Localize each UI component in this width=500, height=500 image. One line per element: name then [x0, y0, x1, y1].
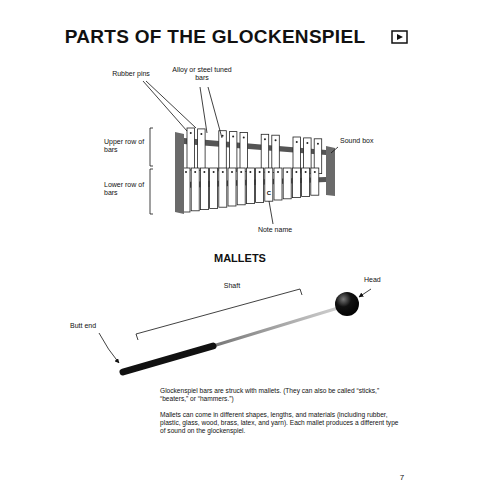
upper-bars — [187, 128, 322, 174]
part-label: Butt end — [70, 322, 115, 330]
left-end — [175, 132, 184, 214]
rubber-pin — [200, 133, 202, 135]
part-label: Lower row of bars — [104, 181, 146, 198]
video-icon — [392, 31, 407, 43]
lower-bar — [210, 168, 218, 208]
lower-bar — [283, 168, 291, 199]
lower-bar — [246, 168, 254, 204]
lower-bar — [292, 168, 300, 198]
upper-bar — [229, 132, 237, 172]
lower-bar — [302, 168, 310, 196]
rubber-pin — [243, 137, 245, 139]
rubber-pin — [305, 171, 307, 173]
rubber-pin — [213, 171, 215, 173]
note-letter: C — [265, 190, 273, 197]
rubber-pin — [231, 171, 233, 173]
lower-bar — [265, 168, 273, 201]
upper-bar — [219, 131, 227, 171]
page-title: PARTS OF THE GLOCKENSPIEL — [40, 26, 390, 49]
rubber-pin — [277, 171, 279, 173]
rubber-pin — [190, 132, 192, 134]
mallet-leaders — [99, 289, 371, 363]
upper-bar — [187, 128, 195, 170]
upper-bar — [240, 133, 248, 172]
sound-box — [326, 146, 335, 196]
rubber-pin — [194, 171, 196, 173]
upper-bar — [272, 135, 280, 172]
part-label: Shaft — [212, 282, 252, 290]
rubber-pin — [296, 141, 298, 143]
rubber-pin — [240, 171, 242, 173]
rubber-pin — [203, 171, 205, 173]
leader-lines — [143, 81, 338, 224]
rubber-pin — [314, 171, 316, 173]
rubber-pin — [259, 171, 261, 173]
lower-bar — [256, 168, 264, 202]
rubber-pin — [222, 171, 224, 173]
rubber-pin — [275, 139, 277, 141]
upper-bar — [261, 134, 269, 172]
rubber-pin — [185, 171, 187, 173]
body-text: Mallets can come in different shapes, le… — [160, 411, 405, 435]
part-label: Rubber pins — [96, 70, 166, 78]
glockenspiel — [175, 128, 335, 214]
lower-bar — [228, 168, 236, 206]
rubber-pin — [249, 171, 251, 173]
upper-bar — [198, 129, 206, 170]
lower-bar — [311, 168, 319, 195]
section-heading: MALLETS — [180, 252, 300, 265]
mallet — [123, 292, 359, 372]
lower-bar — [219, 168, 227, 207]
lower-bar — [200, 168, 208, 210]
part-label: Sound box — [340, 137, 395, 145]
rubber-pin — [317, 143, 319, 145]
lower-bars — [182, 168, 319, 212]
part-label: Head — [364, 276, 394, 284]
rubber-pin — [306, 142, 308, 144]
rubber-pin — [268, 171, 270, 173]
page-number: 7 — [392, 473, 412, 483]
body-text: Glockenspiel bars are struck with mallet… — [160, 387, 405, 403]
lower-bar — [274, 168, 282, 200]
rubber-pin — [295, 171, 297, 173]
part-label: Alloy or steel tuned bars — [172, 66, 232, 83]
rubber-pin — [286, 171, 288, 173]
part-label: Upper row of bars — [104, 138, 146, 155]
lower-bar — [191, 168, 199, 211]
lower-bar — [237, 168, 245, 205]
rubber-pin — [264, 138, 266, 140]
rubber-pin — [232, 136, 234, 138]
part-label: Note name — [250, 226, 300, 234]
